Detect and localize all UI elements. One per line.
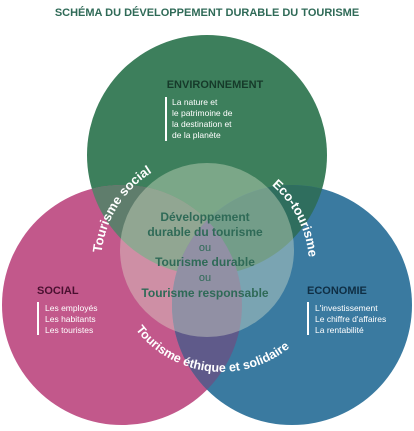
environnement-line-3: la destination et <box>172 119 232 129</box>
center-line-2: durable du tourisme <box>147 225 263 239</box>
social-bar <box>37 302 39 335</box>
social-line-3: Les touristes <box>45 325 93 335</box>
center-line-4: Tourisme responsable <box>141 286 268 300</box>
environnement-bar <box>165 97 167 141</box>
center-line-1: Développement <box>160 210 249 224</box>
economie-line-1: L'investissement <box>315 303 378 313</box>
page-title: SCHÉMA DU DÉVELOPPEMENT DURABLE DU TOURI… <box>55 6 359 19</box>
environnement-heading: ENVIRONNEMENT <box>167 79 264 91</box>
overlap-env-social <box>87 185 242 275</box>
center-line-3: Tourisme durable <box>155 255 255 269</box>
economie-line-3: La rentabilité <box>315 325 364 335</box>
environnement-line-2: le patrimoine de <box>172 108 233 118</box>
economie-bar <box>307 302 309 335</box>
social-line-1: Les employés <box>45 303 97 313</box>
social-heading: SOCIAL <box>37 285 79 297</box>
center-disk <box>120 163 294 337</box>
environnement-line-4: de la planète <box>172 130 221 140</box>
environnement-line-1: La nature et <box>172 97 218 107</box>
social-line-2: Les habitants <box>45 314 96 324</box>
center-ou-1: ou <box>199 242 211 254</box>
economie-line-2: Le chiffre d'affaires <box>315 314 386 324</box>
economie-heading: ECONOMIE <box>307 285 367 297</box>
center-ou-2: ou <box>199 272 211 284</box>
overlap-env-eco <box>172 185 327 275</box>
